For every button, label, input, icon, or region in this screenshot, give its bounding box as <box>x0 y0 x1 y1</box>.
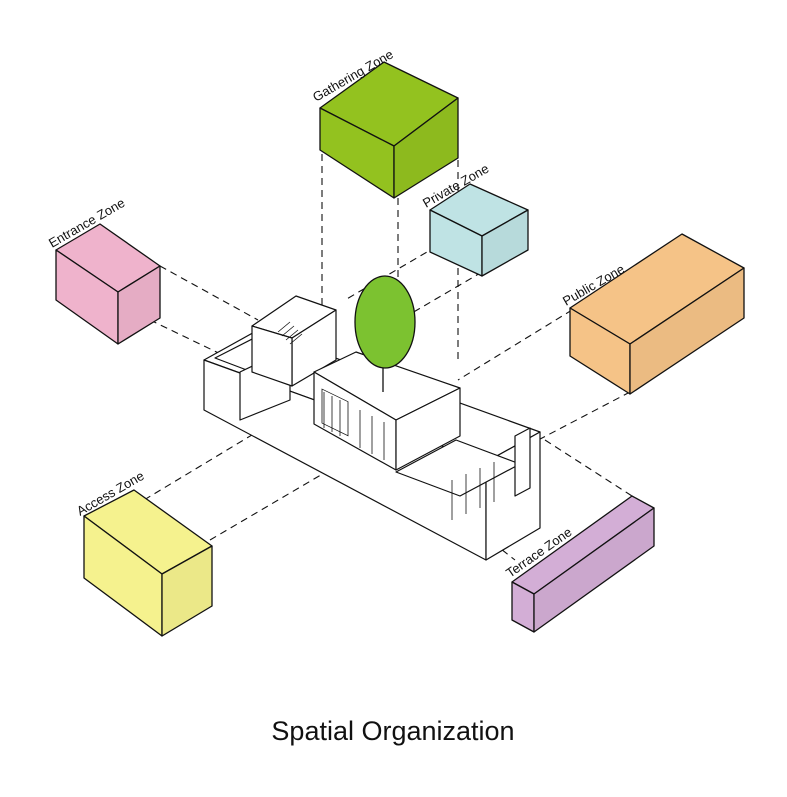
private-zone-box <box>429 183 529 277</box>
access-zone-box <box>83 489 213 637</box>
tree-canopy <box>354 275 416 369</box>
stair-hatch <box>277 321 303 345</box>
terrace-zone-box <box>511 495 655 633</box>
entrance-zone-box <box>55 223 161 345</box>
courtyard-tree <box>354 275 416 392</box>
gathering-zone-box <box>319 61 459 199</box>
house-axonometric <box>203 295 541 561</box>
public-zone-box <box>569 233 745 395</box>
diagram-title: Spatial Organization <box>271 716 514 746</box>
